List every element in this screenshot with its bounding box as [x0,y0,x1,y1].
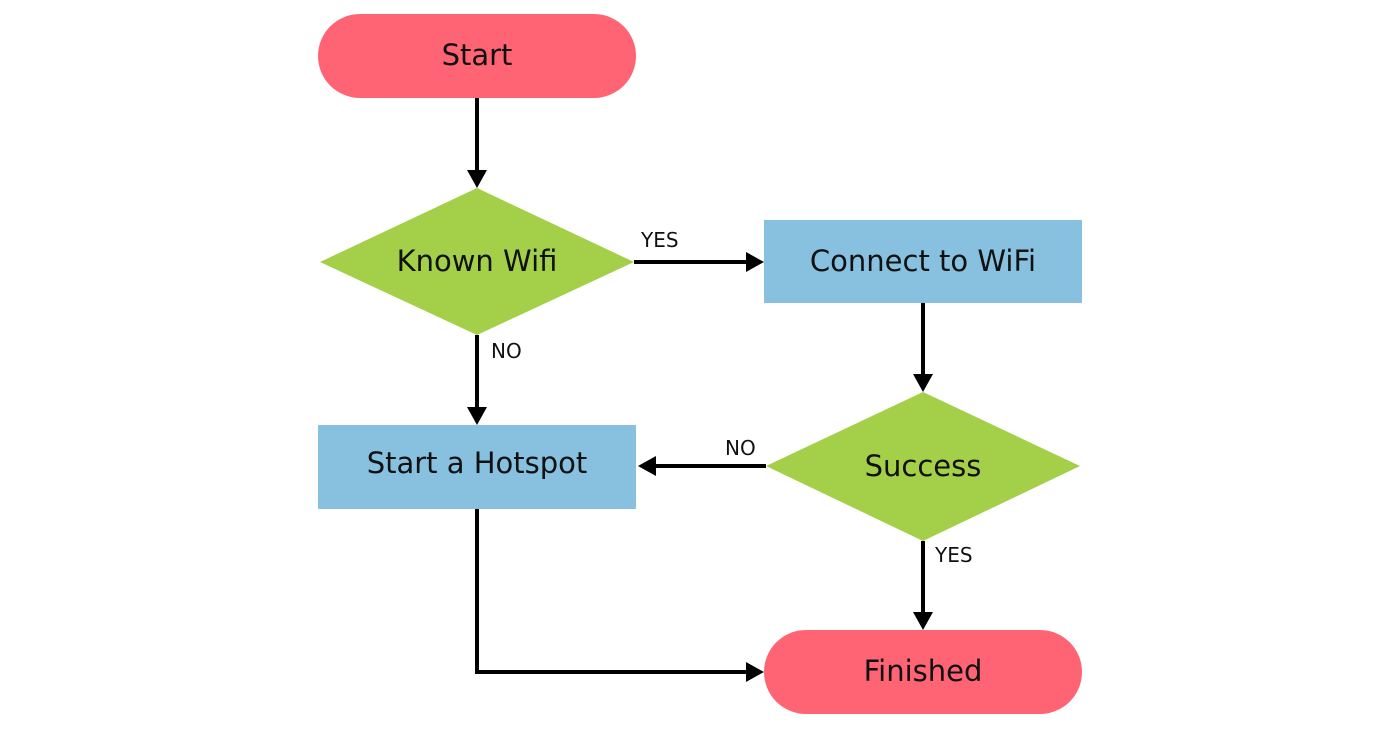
edge-start-to-known-wifi [467,98,487,188]
edge-label-success-no: NO [725,436,756,460]
edge-hotspot-to-finished [475,509,764,682]
node-start: Start [318,14,636,98]
process-shape [318,425,636,509]
node-label-start: Start [442,38,513,72]
node-start-a-hotspot: Start a Hotspot [318,425,636,509]
edge-label-known-wifi-no: NO [491,339,522,363]
terminal-shape [764,630,1082,714]
node-label-start-a-hotspot: Start a Hotspot [367,446,588,480]
node-label-connect-to-wifi: Connect to WiFi [810,244,1036,278]
process-shape [764,220,1082,303]
edge-connect-to-success [913,303,933,392]
edge-success-yes: YES [913,541,973,630]
edge-label-success-yes: YES [934,543,973,567]
node-connect-to-wifi: Connect to WiFi [764,220,1082,303]
decision-shape [320,188,634,335]
node-label-success: Success [865,449,982,483]
terminal-shape [318,14,636,98]
edge-known-wifi-yes: YES [634,228,764,272]
edge-known-wifi-no: NO [467,335,522,425]
node-finished: Finished [764,630,1082,714]
node-label-known-wifi: Known Wifi [397,244,558,278]
decision-shape [766,392,1080,541]
node-known-wifi: Known Wifi [320,188,634,335]
edge-label-known-wifi-yes: YES [640,228,679,252]
edge-success-no: NO [638,436,766,476]
node-label-finished: Finished [864,654,983,688]
node-success: Success [766,392,1080,541]
